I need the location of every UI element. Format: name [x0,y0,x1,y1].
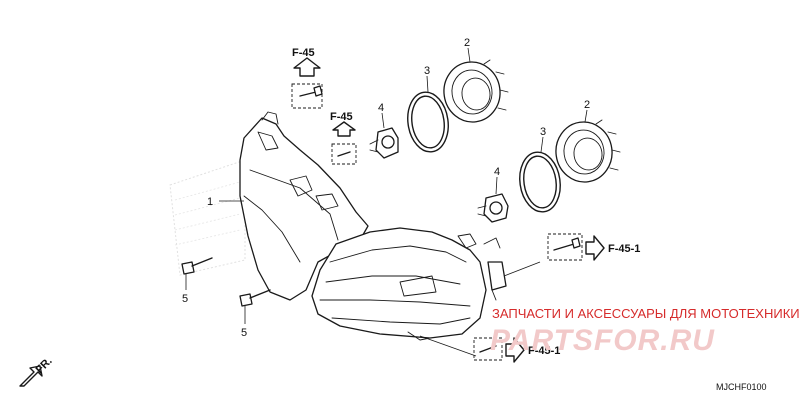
bulb-upper [369,127,399,159]
cap-lower [555,119,621,183]
part-number-5-upper: 5 [182,293,188,305]
background-logo [169,159,246,276]
ref-f451-right: F-45-1 [608,243,640,255]
screw-f451-right [547,233,583,261]
part-number-2-upper: 2 [464,37,470,49]
bulb-lower [477,193,509,223]
watermark-brand: PARTSFOR.RU [490,324,715,357]
arrow-f45-top [293,57,321,77]
ref-f45-top: F-45 [292,47,315,59]
arrow-f451-bottom [505,337,525,363]
screw-f451-bottom [473,337,503,361]
part-number-5-lower: 5 [241,327,247,339]
screw-f45-mid [331,143,357,165]
leader-lines [185,47,588,357]
part-number-3-lower: 3 [540,126,546,138]
part-number-4-lower: 4 [494,166,500,178]
diagram-code: MJCHF0100 [716,382,767,392]
cap-upper [443,59,509,123]
part-number-2-lower: 2 [584,99,590,111]
seal-ring-upper [407,91,449,153]
ref-f451-bottom: F-45-1 [528,345,560,357]
bolt-lower-left [239,289,271,307]
watermark-caption: ЗАПЧАСТИ И АКСЕССУАРЫ ДЛЯ МОТОТЕХНИКИ [492,306,800,321]
part-number-4-upper: 4 [378,102,384,114]
seal-ring-lower [519,151,561,213]
ref-f45-mid: F-45 [330,111,353,123]
headlight-housing [239,111,507,341]
bolt-upper-left [181,257,213,275]
arrow-f45-mid [332,121,356,137]
screw-f45-top [291,83,323,109]
part-number-1: 1 [207,196,213,208]
part-number-3-upper: 3 [424,65,430,77]
front-direction-marker [19,365,43,387]
arrow-f451-right [585,235,605,261]
